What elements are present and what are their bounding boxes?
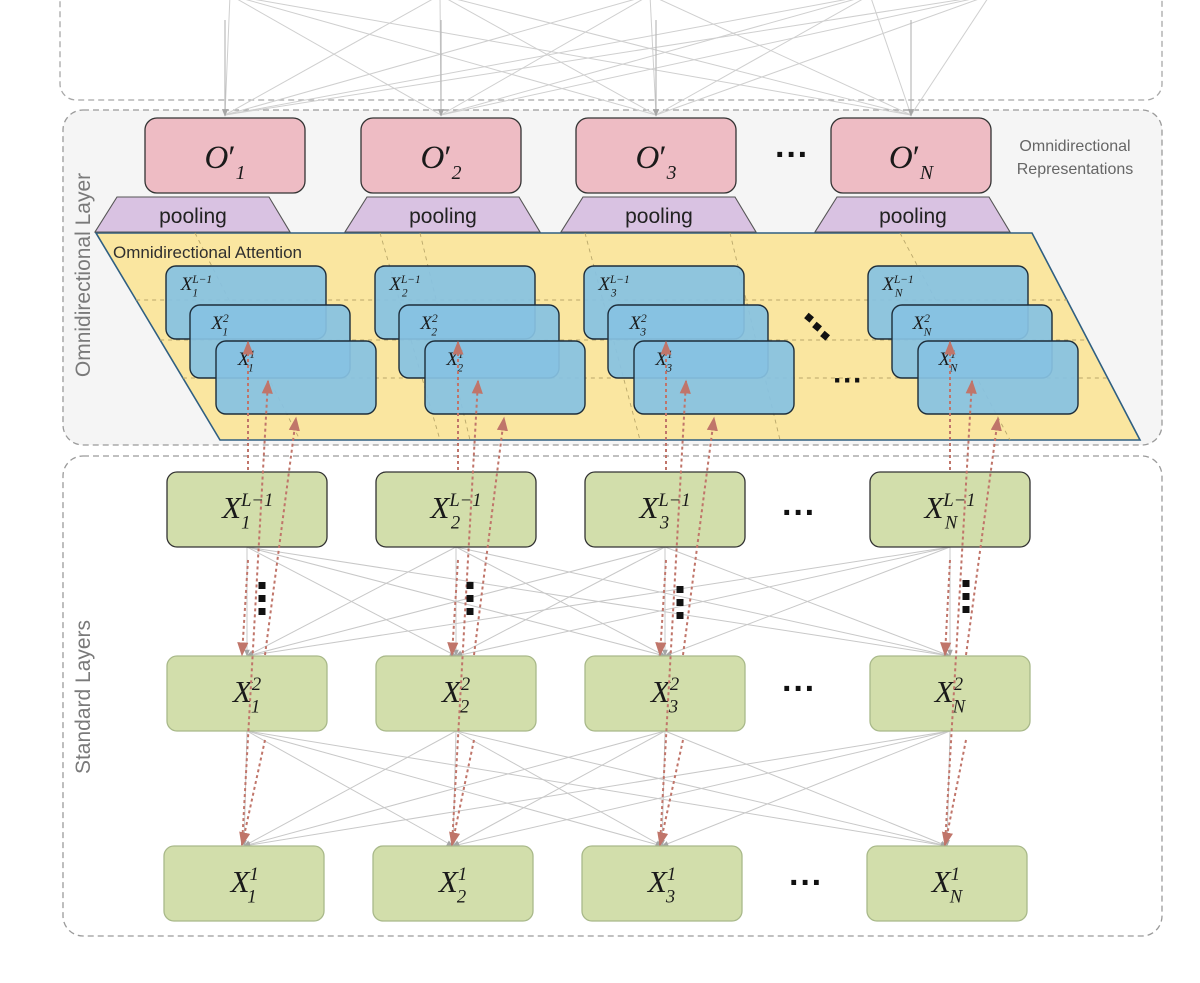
output-representation-1: O′1 [144, 117, 306, 194]
ellipsis-standard-mid-row: ··· [782, 670, 816, 708]
ellipsis-standard-top-row: ··· [782, 494, 816, 532]
ellipsis-output-row: ··· [775, 136, 809, 174]
pooling-N: pooling [814, 196, 1011, 233]
pooling-3: pooling [560, 196, 757, 233]
pooling-label: pooling [409, 205, 477, 228]
pooling-2: pooling [344, 196, 541, 233]
output-label-1: O′1 [205, 140, 246, 184]
output-label-3: O′3 [636, 140, 677, 184]
ellipsis-standard-bottom-row: ··· [789, 864, 823, 902]
omni-representations-label-line2: Representations [1017, 161, 1134, 178]
vertical-ellipsis-marks [258, 580, 970, 619]
pooling-label: pooling [879, 205, 947, 228]
incoming-connections [221, 0, 988, 117]
ellipsis-attention-row: ··· [833, 364, 863, 397]
omni-attention-label: Omnidirectional Attention [113, 243, 302, 262]
standard-layers-label: Standard Layers [72, 620, 95, 774]
pooling-label: pooling [625, 205, 693, 228]
attention-arrows [237, 340, 1002, 847]
output-representation-N: O′N [830, 117, 992, 194]
ellipsis-diagonal-attention [804, 312, 830, 341]
omni-representations-label-line1: Omnidirectional [1019, 138, 1130, 155]
output-representation-2: O′2 [360, 117, 522, 194]
output-representation-3: O′3 [575, 117, 737, 194]
omnidirectional-layer-label: Omnidirectional Layer [72, 173, 95, 377]
output-label-2: O′2 [421, 140, 462, 184]
pooling-1: pooling [94, 196, 291, 233]
output-label-N: O′N [889, 140, 935, 184]
input-region-top [59, 0, 1163, 101]
pooling-label: pooling [159, 205, 227, 228]
